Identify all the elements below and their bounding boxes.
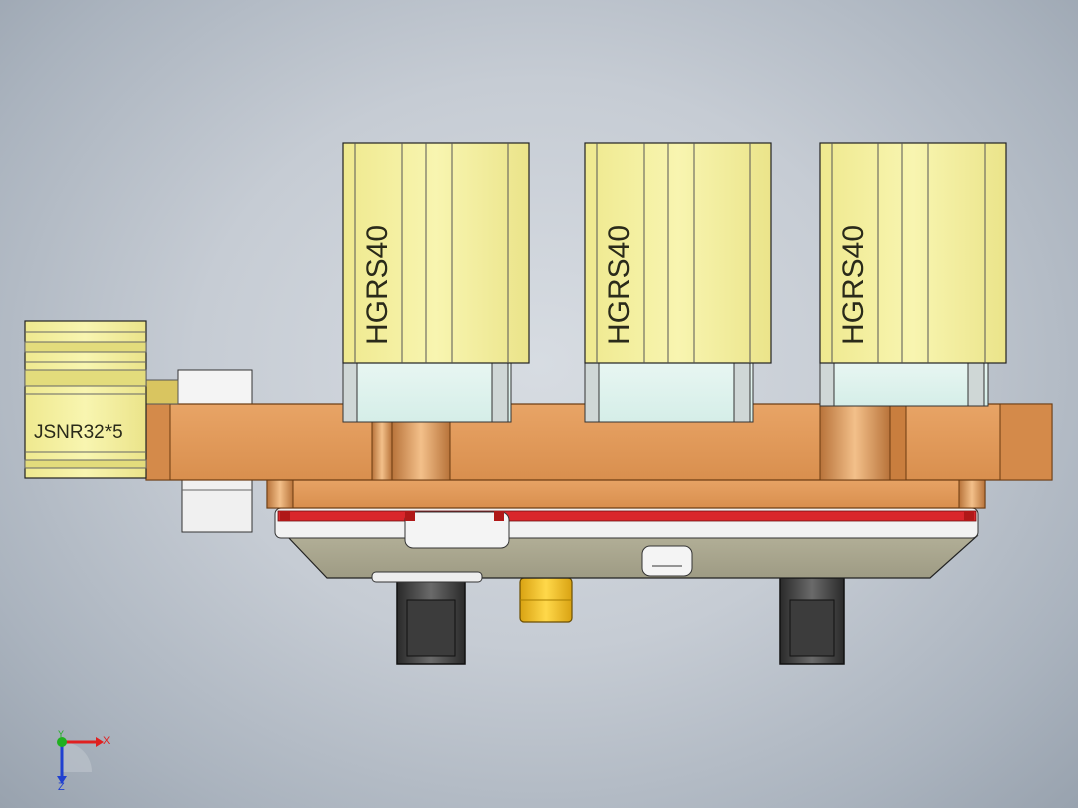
cylinder-2-label: HGRS40 [603,225,636,345]
axis-y-label: Y [58,729,64,739]
axis-z-arrow-icon [57,776,67,784]
axis-x-arrow-icon [96,737,104,747]
axis-x-label: X [103,735,111,747]
cylinder-3: HGRS40 [819,142,1007,364]
base-plate [285,535,979,583]
gripper-block: JSNR32*5 [24,320,179,479]
axis-y-dot-icon [57,737,67,747]
gripper-label: JSNR32*5 [34,422,123,443]
cylinder-3-label: HGRS40 [837,225,870,345]
adapter-2 [584,361,754,423]
adapter-1 [342,361,512,423]
white-bracket [177,369,253,533]
red-seal-strip [274,507,979,549]
axis-triad[interactable]: X Y Z [57,729,111,793]
lower-orange-plate [266,477,986,509]
brass-pin [519,577,573,623]
axis-z-label: Z [58,781,65,793]
cylinder-1-label: HGRS40 [361,225,394,345]
foot-right [779,577,845,665]
cylinder-2: HGRS40 [584,142,772,364]
cylinder-1: HGRS40 [342,142,530,364]
foot-left [396,577,466,665]
adapter-3 [819,361,989,407]
